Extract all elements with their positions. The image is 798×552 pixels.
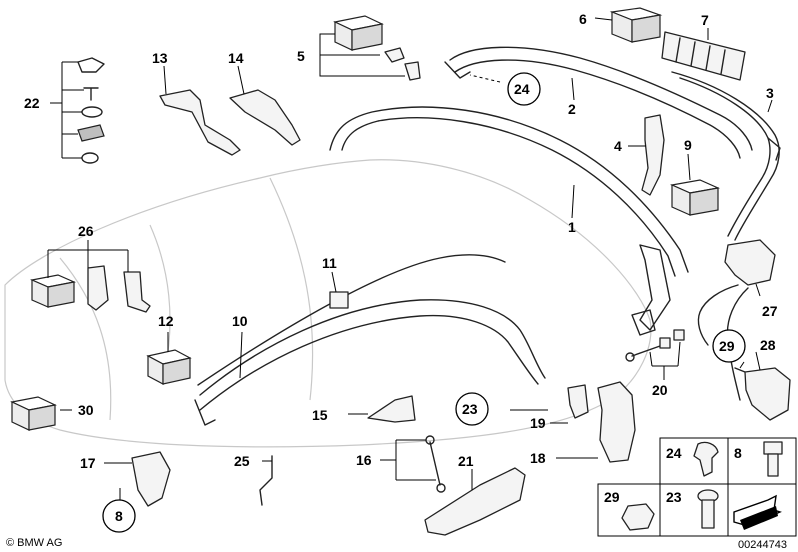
box-part-5 bbox=[333, 15, 384, 51]
part-labels: 1 2 3 4 5 6 7 9 10 11 12 13 14 22 26 30 … bbox=[24, 11, 778, 524]
label-9: 9 bbox=[684, 137, 692, 153]
label-25: 25 bbox=[234, 453, 250, 469]
label-1: 1 bbox=[568, 219, 576, 235]
fastener-legend: 24 8 29 23 bbox=[597, 437, 797, 537]
label-22: 22 bbox=[24, 95, 40, 111]
box-part-26 bbox=[29, 274, 77, 308]
part-5-clips bbox=[384, 47, 421, 81]
part-18-hinge-arm bbox=[597, 381, 636, 463]
part-21-base-plate bbox=[424, 467, 526, 536]
label-6: 6 bbox=[579, 11, 587, 27]
label-15: 15 bbox=[312, 407, 328, 423]
part-25-pin bbox=[259, 455, 273, 506]
label-8-circled: 8 bbox=[115, 508, 123, 524]
legend-pin-23 bbox=[697, 489, 719, 529]
part-7-hinge-plate bbox=[661, 31, 746, 81]
label-29-circled: 29 bbox=[719, 338, 735, 354]
label-13: 13 bbox=[152, 50, 168, 66]
part-1-roof-frame bbox=[329, 106, 689, 336]
box-part-30 bbox=[10, 396, 57, 431]
leader-lines bbox=[47, 17, 773, 500]
legend-label-23: 23 bbox=[666, 489, 682, 505]
label-17: 17 bbox=[80, 455, 96, 471]
label-20: 20 bbox=[652, 382, 668, 398]
label-24-circled: 24 bbox=[514, 81, 530, 97]
box-part-6 bbox=[609, 7, 663, 43]
legend-label-29: 29 bbox=[604, 489, 620, 505]
label-23-circled: 23 bbox=[462, 401, 478, 417]
label-5: 5 bbox=[297, 48, 305, 64]
part-28-latch bbox=[734, 367, 791, 421]
label-14: 14 bbox=[228, 50, 244, 66]
label-7: 7 bbox=[701, 12, 709, 28]
label-12: 12 bbox=[158, 313, 174, 329]
part-2-front-bow bbox=[444, 46, 753, 159]
label-30: 30 bbox=[78, 402, 94, 418]
part-14-trim-panel bbox=[229, 89, 301, 146]
legend-label-24: 24 bbox=[666, 445, 682, 461]
label-26: 26 bbox=[78, 223, 94, 239]
label-28: 28 bbox=[760, 337, 776, 353]
part-13-bracket bbox=[159, 89, 241, 156]
part-16-strut bbox=[425, 435, 446, 493]
part-27-lock bbox=[697, 239, 776, 401]
legend-grommet-29 bbox=[621, 503, 655, 531]
label-2: 2 bbox=[568, 101, 576, 117]
legend-clip-24 bbox=[693, 441, 719, 477]
label-11: 11 bbox=[322, 255, 337, 271]
label-circles bbox=[102, 72, 746, 533]
part-20-screws bbox=[625, 329, 685, 362]
diagram-number: 00244743 bbox=[738, 539, 787, 551]
part-3-seal-strip bbox=[671, 71, 781, 241]
part-19-small-bracket bbox=[567, 384, 589, 419]
box-part-12 bbox=[146, 349, 192, 385]
copyright-text: © BMW AG bbox=[6, 537, 62, 549]
label-10: 10 bbox=[232, 313, 248, 329]
label-4: 4 bbox=[614, 138, 622, 154]
label-21: 21 bbox=[458, 453, 474, 469]
part-10-rear-bow bbox=[194, 299, 546, 426]
label-18: 18 bbox=[530, 450, 546, 466]
part-17-bracket bbox=[131, 451, 171, 507]
box-part-9 bbox=[669, 179, 721, 216]
legend-arrow-shadow bbox=[740, 506, 778, 530]
part-22-hardware-set bbox=[77, 57, 105, 164]
label-3: 3 bbox=[766, 85, 774, 101]
part-15-cover bbox=[367, 395, 416, 423]
label-27: 27 bbox=[762, 303, 778, 319]
part-26-bracket-set bbox=[87, 265, 151, 313]
legend-label-8: 8 bbox=[734, 445, 742, 461]
label-16: 16 bbox=[356, 452, 372, 468]
legend-screw-8 bbox=[763, 441, 783, 477]
part-11-cable bbox=[197, 254, 506, 386]
part-4-bracket bbox=[641, 114, 665, 196]
label-19: 19 bbox=[530, 415, 546, 431]
